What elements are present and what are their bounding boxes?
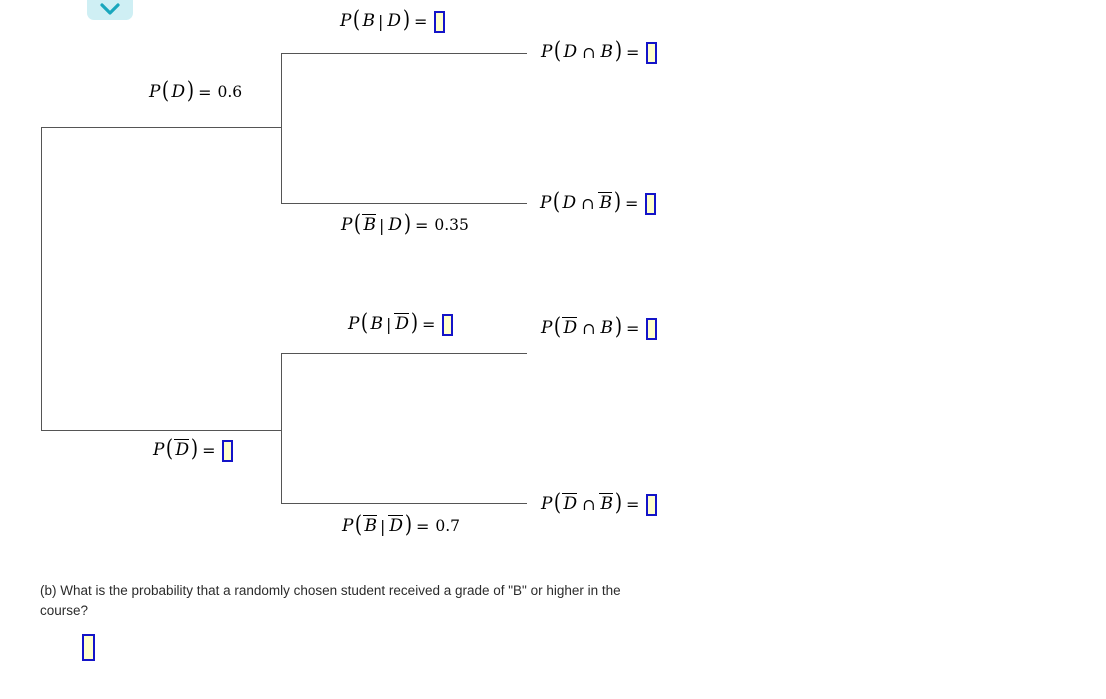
math-event-b: B <box>362 11 375 31</box>
label-outcome-dbar-and-bbar: P(D∩B)= <box>540 490 658 516</box>
math-cond-dbar: D <box>388 515 403 536</box>
math-cond-d: D <box>387 11 401 31</box>
math-p: P <box>541 42 553 62</box>
input-dbar-and-b[interactable] <box>646 317 658 340</box>
label-p-bbar-given-dbar: P(B|D)= 0.7 <box>341 512 461 538</box>
intersection-symbol: ∩ <box>582 42 596 62</box>
input-p-b-given-dbar[interactable] <box>442 313 454 336</box>
equals-sign: = <box>625 42 640 62</box>
label-outcome-d-and-bbar: P(D∩B)= <box>539 189 657 215</box>
label-p-b-given-dbar: P(B|D)= <box>347 310 454 336</box>
equals-sign: = <box>202 440 216 460</box>
label-p-bbar-given-d: P(B|D)= 0.35 <box>340 211 469 237</box>
paren-close: ) <box>614 490 623 516</box>
math-event-bbar: B <box>363 515 377 536</box>
value-p-d: 0.6 <box>217 82 243 101</box>
label-outcome-d-and-b: P(D∩B)= <box>540 38 658 64</box>
label-p-dbar: P(D)= <box>152 436 234 462</box>
answer-input-b[interactable] <box>82 634 95 661</box>
input-dbar-and-bbar[interactable] <box>646 493 658 516</box>
paren-open: ( <box>162 78 170 104</box>
math-cond-d: D <box>388 215 402 235</box>
conditional-bar: | <box>385 314 392 334</box>
math-event-bbar: B <box>362 214 376 235</box>
input-p-dbar[interactable] <box>222 439 234 462</box>
label-p-b-given-d: P(B|D)= <box>339 7 446 33</box>
paren-open: ( <box>554 490 562 516</box>
paren-open: ( <box>355 512 363 538</box>
intersection-symbol: ∩ <box>582 494 596 514</box>
equals-sign: = <box>625 318 640 338</box>
math-event-dbar: D <box>174 439 190 460</box>
math-p: P <box>342 516 354 536</box>
paren-close: ) <box>403 211 412 237</box>
intersection-symbol: ∩ <box>582 318 596 338</box>
paren-close: ) <box>190 436 199 462</box>
math-p: P <box>541 494 553 514</box>
value-p-bbar-given-d: 0.35 <box>434 215 469 234</box>
math-left-dbar: D <box>562 493 578 514</box>
paren-open: ( <box>554 314 562 340</box>
equals-sign: = <box>421 314 436 334</box>
math-left-d: D <box>562 193 577 213</box>
math-right-b: B <box>600 42 613 62</box>
paren-open: ( <box>554 38 562 64</box>
math-left-dbar: D <box>562 317 578 338</box>
equals-sign: = <box>624 193 639 213</box>
question-text-b: (b) What is the probability that a rando… <box>40 583 621 618</box>
input-d-and-bbar[interactable] <box>645 192 657 215</box>
math-right-b: B <box>600 318 613 338</box>
math-p: P <box>540 193 552 213</box>
equals-sign: = <box>625 494 640 514</box>
conditional-bar: | <box>377 11 384 31</box>
paren-open: ( <box>353 7 361 33</box>
equals-sign: = <box>198 82 212 102</box>
math-p: P <box>149 82 161 102</box>
math-left-d: D <box>563 42 578 62</box>
math-p: P <box>340 11 352 31</box>
input-d-and-b[interactable] <box>646 41 658 64</box>
label-outcome-dbar-and-b: P(D∩B)= <box>540 314 658 340</box>
paren-close: ) <box>614 314 623 340</box>
paren-close: ) <box>613 189 622 215</box>
math-event-b: B <box>370 314 383 334</box>
equals-sign: = <box>415 516 430 536</box>
paren-open: ( <box>166 436 174 462</box>
paren-close: ) <box>614 38 623 64</box>
math-p: P <box>541 318 553 338</box>
paren-open: ( <box>553 189 561 215</box>
paren-open: ( <box>354 211 362 237</box>
paren-close: ) <box>402 7 411 33</box>
chevron-down-icon <box>99 2 121 20</box>
paren-open: ( <box>361 310 369 336</box>
paren-close: ) <box>410 310 419 336</box>
math-p: P <box>153 440 165 460</box>
conditional-bar: | <box>378 215 385 235</box>
equals-sign: = <box>413 11 428 31</box>
conditional-bar: | <box>379 516 386 536</box>
collapse-toggle-button[interactable] <box>87 0 133 20</box>
math-event-d: D <box>171 82 186 102</box>
equals-sign: = <box>414 215 429 235</box>
intersection-symbol: ∩ <box>581 193 595 213</box>
math-cond-dbar: D <box>394 313 409 334</box>
math-p: P <box>341 215 353 235</box>
input-p-b-given-d[interactable] <box>434 10 446 33</box>
value-p-bbar-given-dbar: 0.7 <box>435 516 461 535</box>
paren-close: ) <box>404 512 413 538</box>
label-p-d: P(D)= 0.6 <box>148 78 243 104</box>
math-right-bbar: B <box>599 493 613 514</box>
math-p: P <box>348 314 360 334</box>
math-right-bbar: B <box>598 192 612 213</box>
paren-close: ) <box>186 78 195 104</box>
